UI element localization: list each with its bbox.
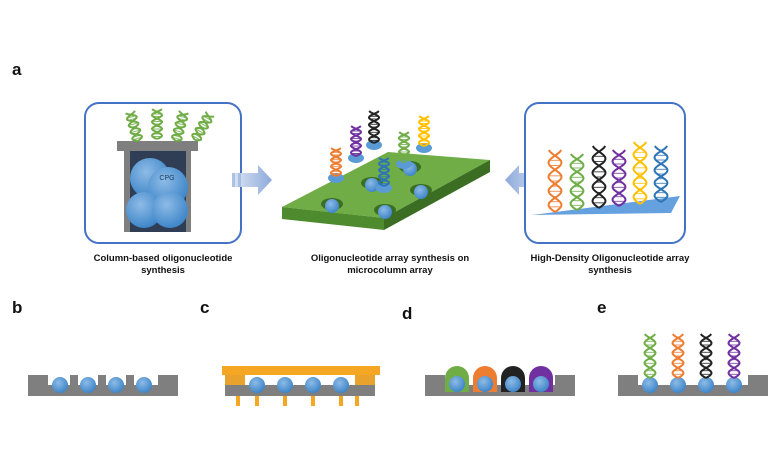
cpg-bead [126,192,162,228]
bead [366,140,382,150]
green-dna-helix-icon [191,111,215,142]
dna-helix-icon [643,333,657,379]
caption-column-synthesis: Column-based oligonucleotide synthesis [68,253,258,277]
dna-helix-icon [727,333,741,379]
caption-line: Column-based oligonucleotide [93,253,233,264]
bead [698,377,714,393]
dna-helix-icon [547,149,563,213]
bead [136,377,152,393]
caption-line: Oligonucleotide array synthesis on [310,253,470,264]
dna-helix-icon [367,110,381,144]
orange-layer [222,366,380,375]
caption-high-density-array: High-Density Oligonucleotide array synth… [510,253,710,277]
panel-label-e: e [597,298,607,317]
dna-helix-icon [699,333,713,379]
bead [325,199,339,213]
bead [726,377,742,393]
dna-helix-icon [329,147,343,177]
cpg-label: CPG [159,175,174,182]
arrow-right [232,165,272,195]
dna-helix-icon [397,131,411,163]
dna-helix-icon [611,149,627,207]
panel-c-diagram [222,366,380,406]
reagent-channel [339,396,343,406]
panel-label-a: a [12,60,22,79]
high-density-dna-strands [547,141,669,213]
array-dna-strands [328,110,432,193]
column-synthesis-box [84,102,242,244]
bead [505,376,521,392]
bead [378,205,392,219]
bead [365,178,379,192]
dna-helix-icon [671,333,685,379]
green-dna-strands [125,108,215,142]
high-density-array-box [524,102,686,244]
bead [376,183,392,193]
caption-line: synthesis [588,265,632,276]
panel-e-diagram [618,333,768,396]
caption-line: synthesis [141,265,185,276]
bead [533,376,549,392]
dna-helix-icon [591,145,607,209]
dna-helix-icon [653,145,669,203]
caption-line: microcolumn array [347,265,433,276]
panel-label-b: b [12,298,23,317]
bead [80,377,96,393]
bead [249,377,265,393]
microcolumn-wells [321,161,432,219]
green-dna-helix-icon [150,108,164,140]
bead [52,377,68,393]
bead [396,159,412,169]
green-dna-helix-icon [125,110,144,142]
bead [670,377,686,393]
green-dna-helix-icon [170,110,189,142]
bead [108,377,124,393]
dna-helix-icon [377,157,391,187]
dna-helix-icon [632,141,648,205]
caption-line: High-Density Oligonucleotide array [530,253,690,264]
dna-helix-icon [569,153,585,211]
array-substrate [531,196,680,215]
bead [305,377,321,393]
bead [477,376,493,392]
bead [277,377,293,393]
reagent-channel [255,396,259,406]
panel-d-diagram [425,366,575,396]
cpg-bead [152,192,188,228]
bead [328,173,344,183]
dna-helix-icon [417,115,431,147]
bead [449,376,465,392]
reagent-channel [283,396,287,406]
panel-label-d: d [402,304,413,323]
bead [348,153,364,163]
panel-b-diagram [28,375,178,396]
bead [333,377,349,393]
bead [642,377,658,393]
reagent-channel [311,396,315,406]
caption-microcolumn-array: Oligonucleotide array synthesis on micro… [290,253,490,277]
bead [416,143,432,153]
bead [414,185,428,199]
reagent-channel [236,396,240,406]
panel-e-dna-strands [643,333,741,379]
dna-helix-icon [349,125,363,157]
panel-label-c: c [200,298,210,317]
reagent-channel [355,396,359,406]
